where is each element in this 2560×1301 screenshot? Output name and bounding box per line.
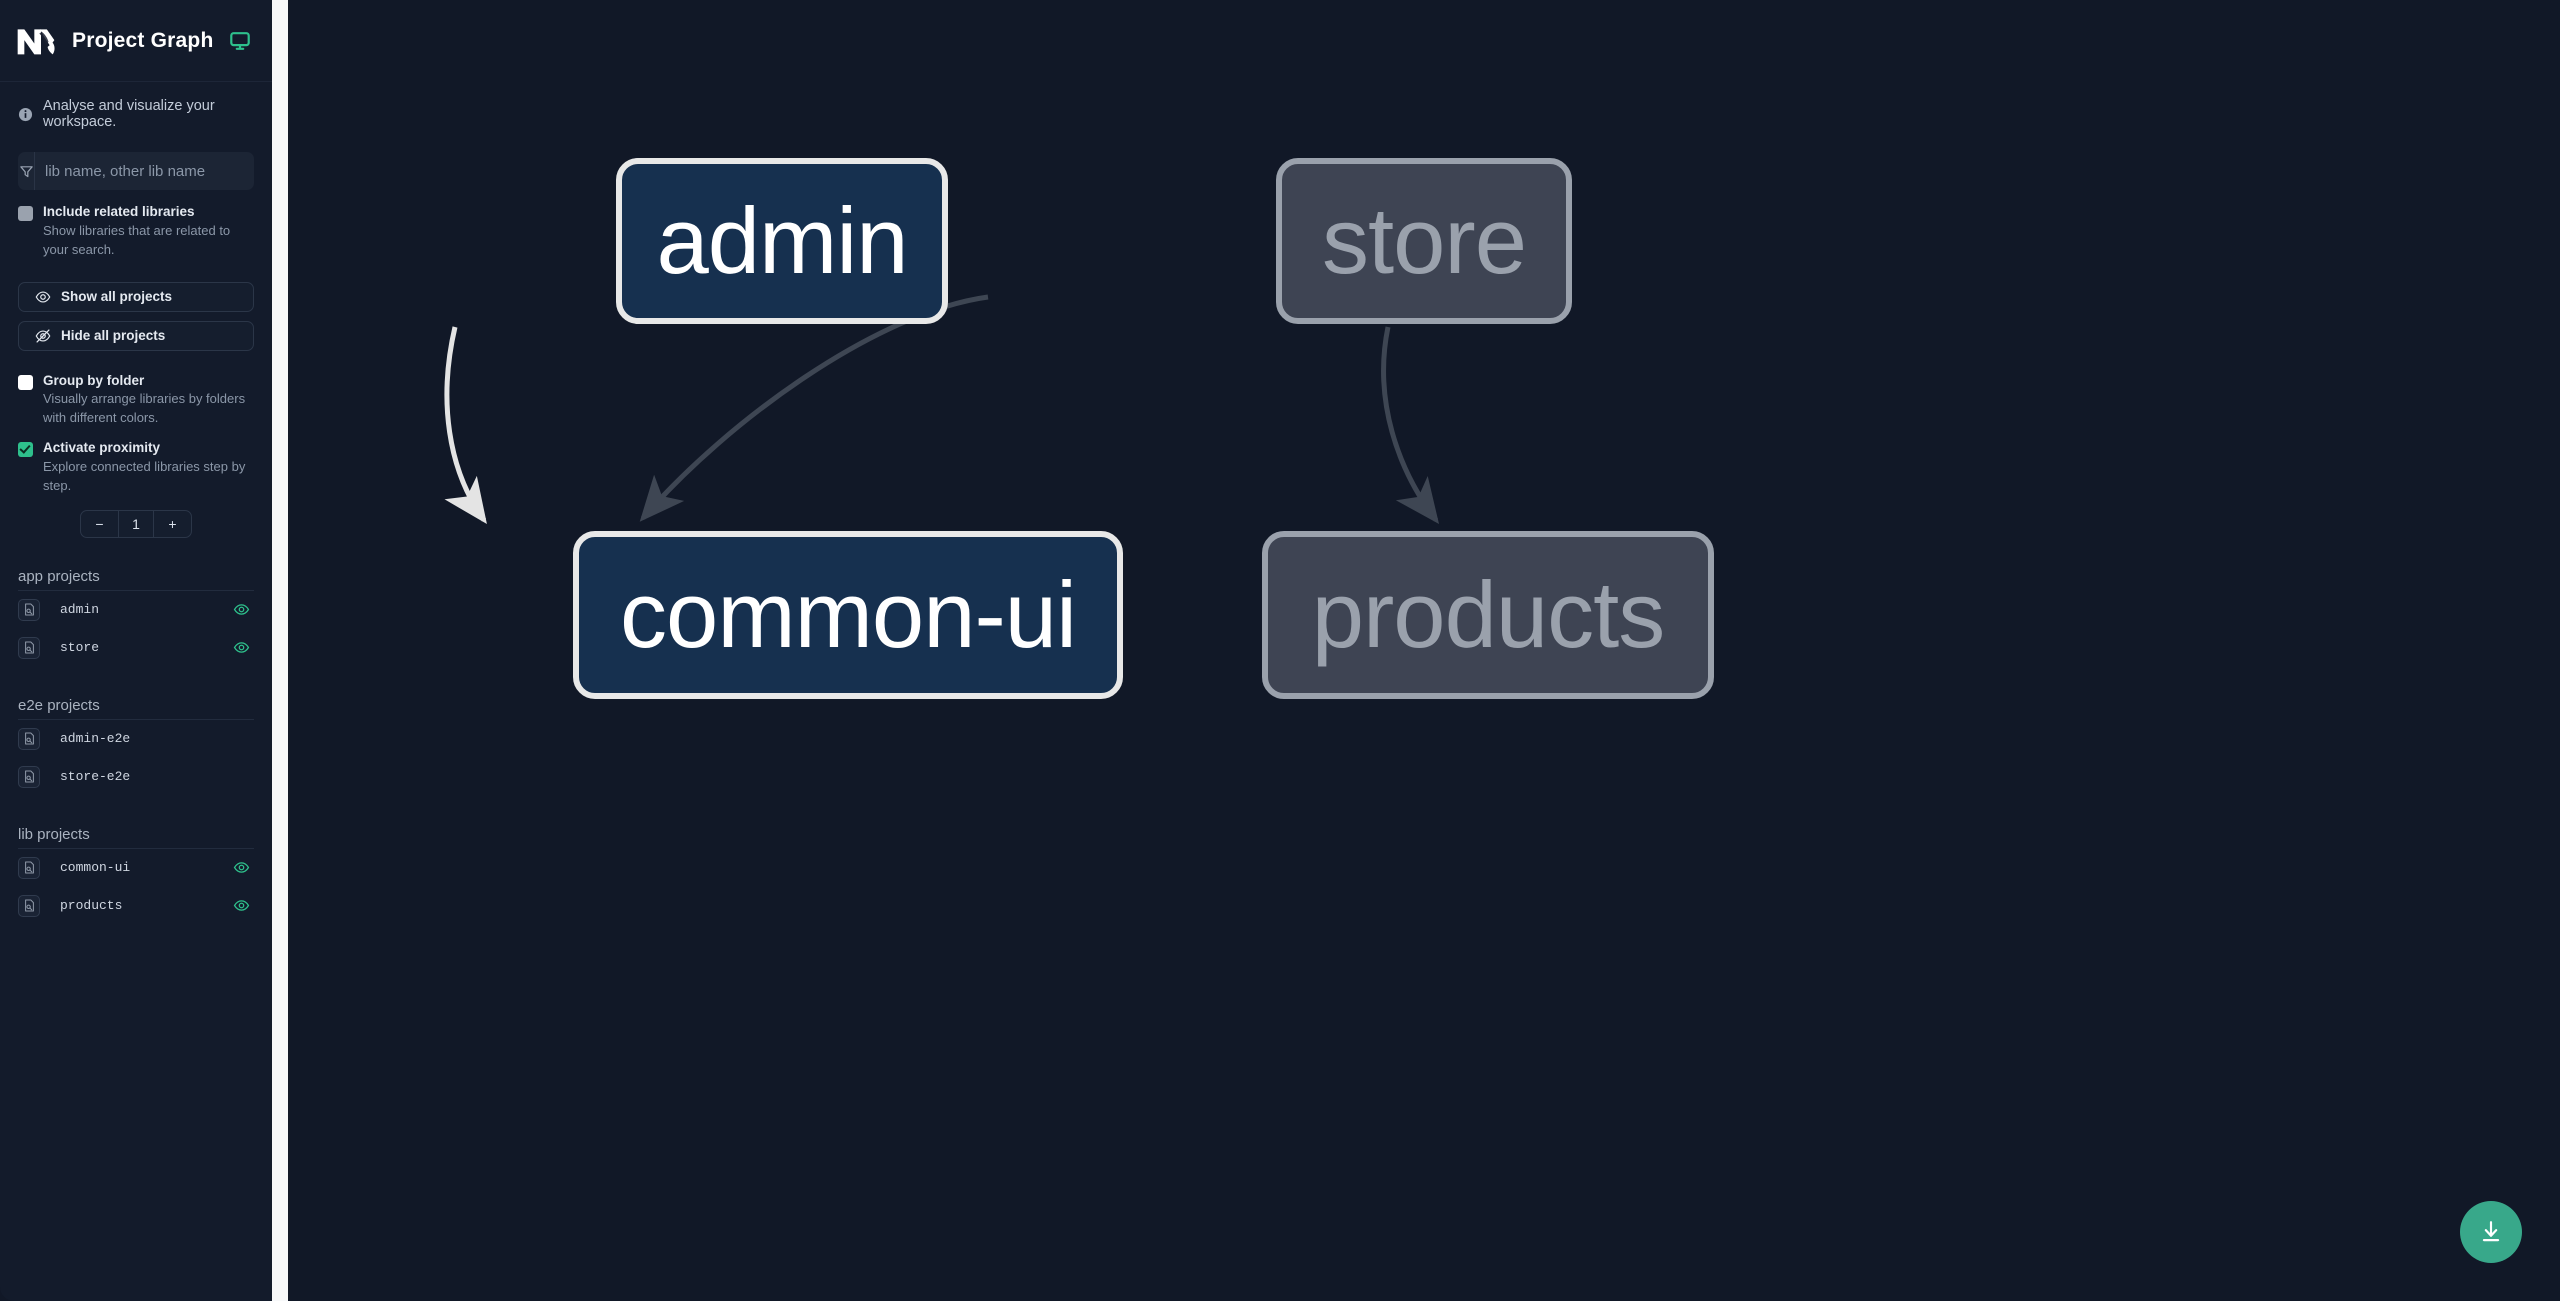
option-desc: Explore connected libraries step by step… [43,459,246,493]
group-by-folder-checkbox[interactable] [18,374,33,390]
project-row-common-ui[interactable]: common-ui [18,849,254,887]
section-lib-projects: lib projects common-ui products [0,826,272,925]
option-include-related-libraries[interactable]: Include related libraries Show libraries… [0,190,272,260]
filter-funnel-icon [19,165,33,177]
project-icon [18,856,40,879]
activate-proximity-checkbox[interactable] [18,442,33,458]
project-icon [18,894,40,917]
project-icon [18,727,40,750]
project-icon [18,598,40,621]
option-title: Include related libraries [43,204,195,219]
search-input[interactable] [35,152,254,190]
project-label: admin-e2e [60,731,131,747]
download-button[interactable] [2460,1201,2522,1263]
project-file-icon [24,732,34,745]
project-visible-eye-icon[interactable] [233,859,250,876]
graph-node-box: admin [616,158,948,324]
option-title: Group by folder [43,372,145,388]
project-label: admin [60,602,100,618]
download-icon [2482,1221,2500,1242]
graph-node-label: products [1311,562,1666,667]
project-row-products[interactable]: products [18,887,254,925]
info-text: Analyse and visualize your workspace. [43,98,215,130]
project-eye-placeholder [233,768,250,785]
stepper-value: 1 [132,515,140,532]
info-icon [18,107,33,121]
stepper-decrement-button[interactable]: − [81,510,119,537]
edge-admin-to-common-ui [444,326,487,525]
sidebar: Project Graph Analyse and visualize your… [0,0,272,1301]
section-title: app projects [18,568,254,591]
option-desc: Visually arrange libraries by folders wi… [43,391,246,426]
graph-node-label: common-ui [620,562,1077,667]
page-title: Project Graph [72,28,214,52]
graph-node-store[interactable]: store [1276,158,1572,324]
section-app-projects: app projects admin store [0,568,272,667]
graph-node-admin[interactable]: admin [616,158,948,324]
section-title: e2e projects [18,697,254,720]
option-group-by-folder[interactable]: Group by folder Visually arrange librari… [0,351,272,429]
filter-funnel-icon-box [18,152,35,190]
graph-node-common-ui[interactable]: common-ui [573,531,1123,699]
option-desc: Show libraries that are related to your … [43,222,231,257]
graph-canvas[interactable]: admin store common-ui products [288,0,2560,1301]
graph-node-box: store [1276,158,1572,324]
eye-off-icon [35,329,51,343]
graph-node-label: store [1322,188,1527,293]
hide-all-projects-label: Hide all projects [61,328,166,344]
project-label: common-ui [60,860,131,876]
nx-logo [17,28,55,54]
project-icon [18,636,40,659]
include-related-libraries-checkbox[interactable] [18,206,33,221]
sidebar-header: Project Graph [0,0,272,82]
project-file-icon [24,861,34,874]
project-sections: app projects admin store e2e projects admin-… [0,568,272,925]
graph-node-label: admin [656,188,908,293]
section-e2e-projects: e2e projects admin-e2e store-e2e [0,697,272,796]
graph-node-box: common-ui [573,531,1123,699]
edge-store-to-products [1381,326,1440,524]
project-row-store[interactable]: store [18,629,254,667]
project-file-icon [24,603,34,616]
graph-node-products[interactable]: products [1262,531,1714,699]
eye-icon [35,291,51,303]
stepper-increment-button[interactable]: + [153,510,191,537]
project-visible-eye-icon[interactable] [233,897,250,914]
section-title: lib projects [18,826,254,849]
option-title: Activate proximity [43,440,161,456]
project-visible-eye-icon[interactable] [233,601,250,618]
sidebar-scrollbar[interactable] [272,0,288,1301]
project-label: store [60,640,100,656]
project-visible-eye-icon[interactable] [233,639,250,656]
project-row-admin[interactable]: admin [18,591,254,629]
info-banner: Analyse and visualize your workspace. [0,82,272,144]
edge-store-to-common-ui [639,294,989,522]
project-icon [18,765,40,788]
hide-all-projects-button[interactable]: Hide all projects [18,320,254,351]
graph-node-box: products [1262,531,1714,699]
project-row-store-e2e[interactable]: store-e2e [18,758,254,796]
project-label: products [60,898,123,914]
project-file-icon [24,770,34,783]
project-file-icon [24,899,34,912]
project-file-icon [24,641,34,654]
search-field[interactable] [18,152,254,190]
show-all-projects-label: Show all projects [61,289,173,305]
option-activate-proximity[interactable]: Activate proximity Explore connected lib… [0,428,272,496]
project-eye-placeholder [233,730,250,747]
proximity-stepper: − 1 + [0,509,272,538]
monitor-icon[interactable] [229,30,251,52]
project-row-admin-e2e[interactable]: admin-e2e [18,720,254,758]
show-all-projects-button[interactable]: Show all projects [18,281,254,312]
project-label: store-e2e [60,769,131,785]
